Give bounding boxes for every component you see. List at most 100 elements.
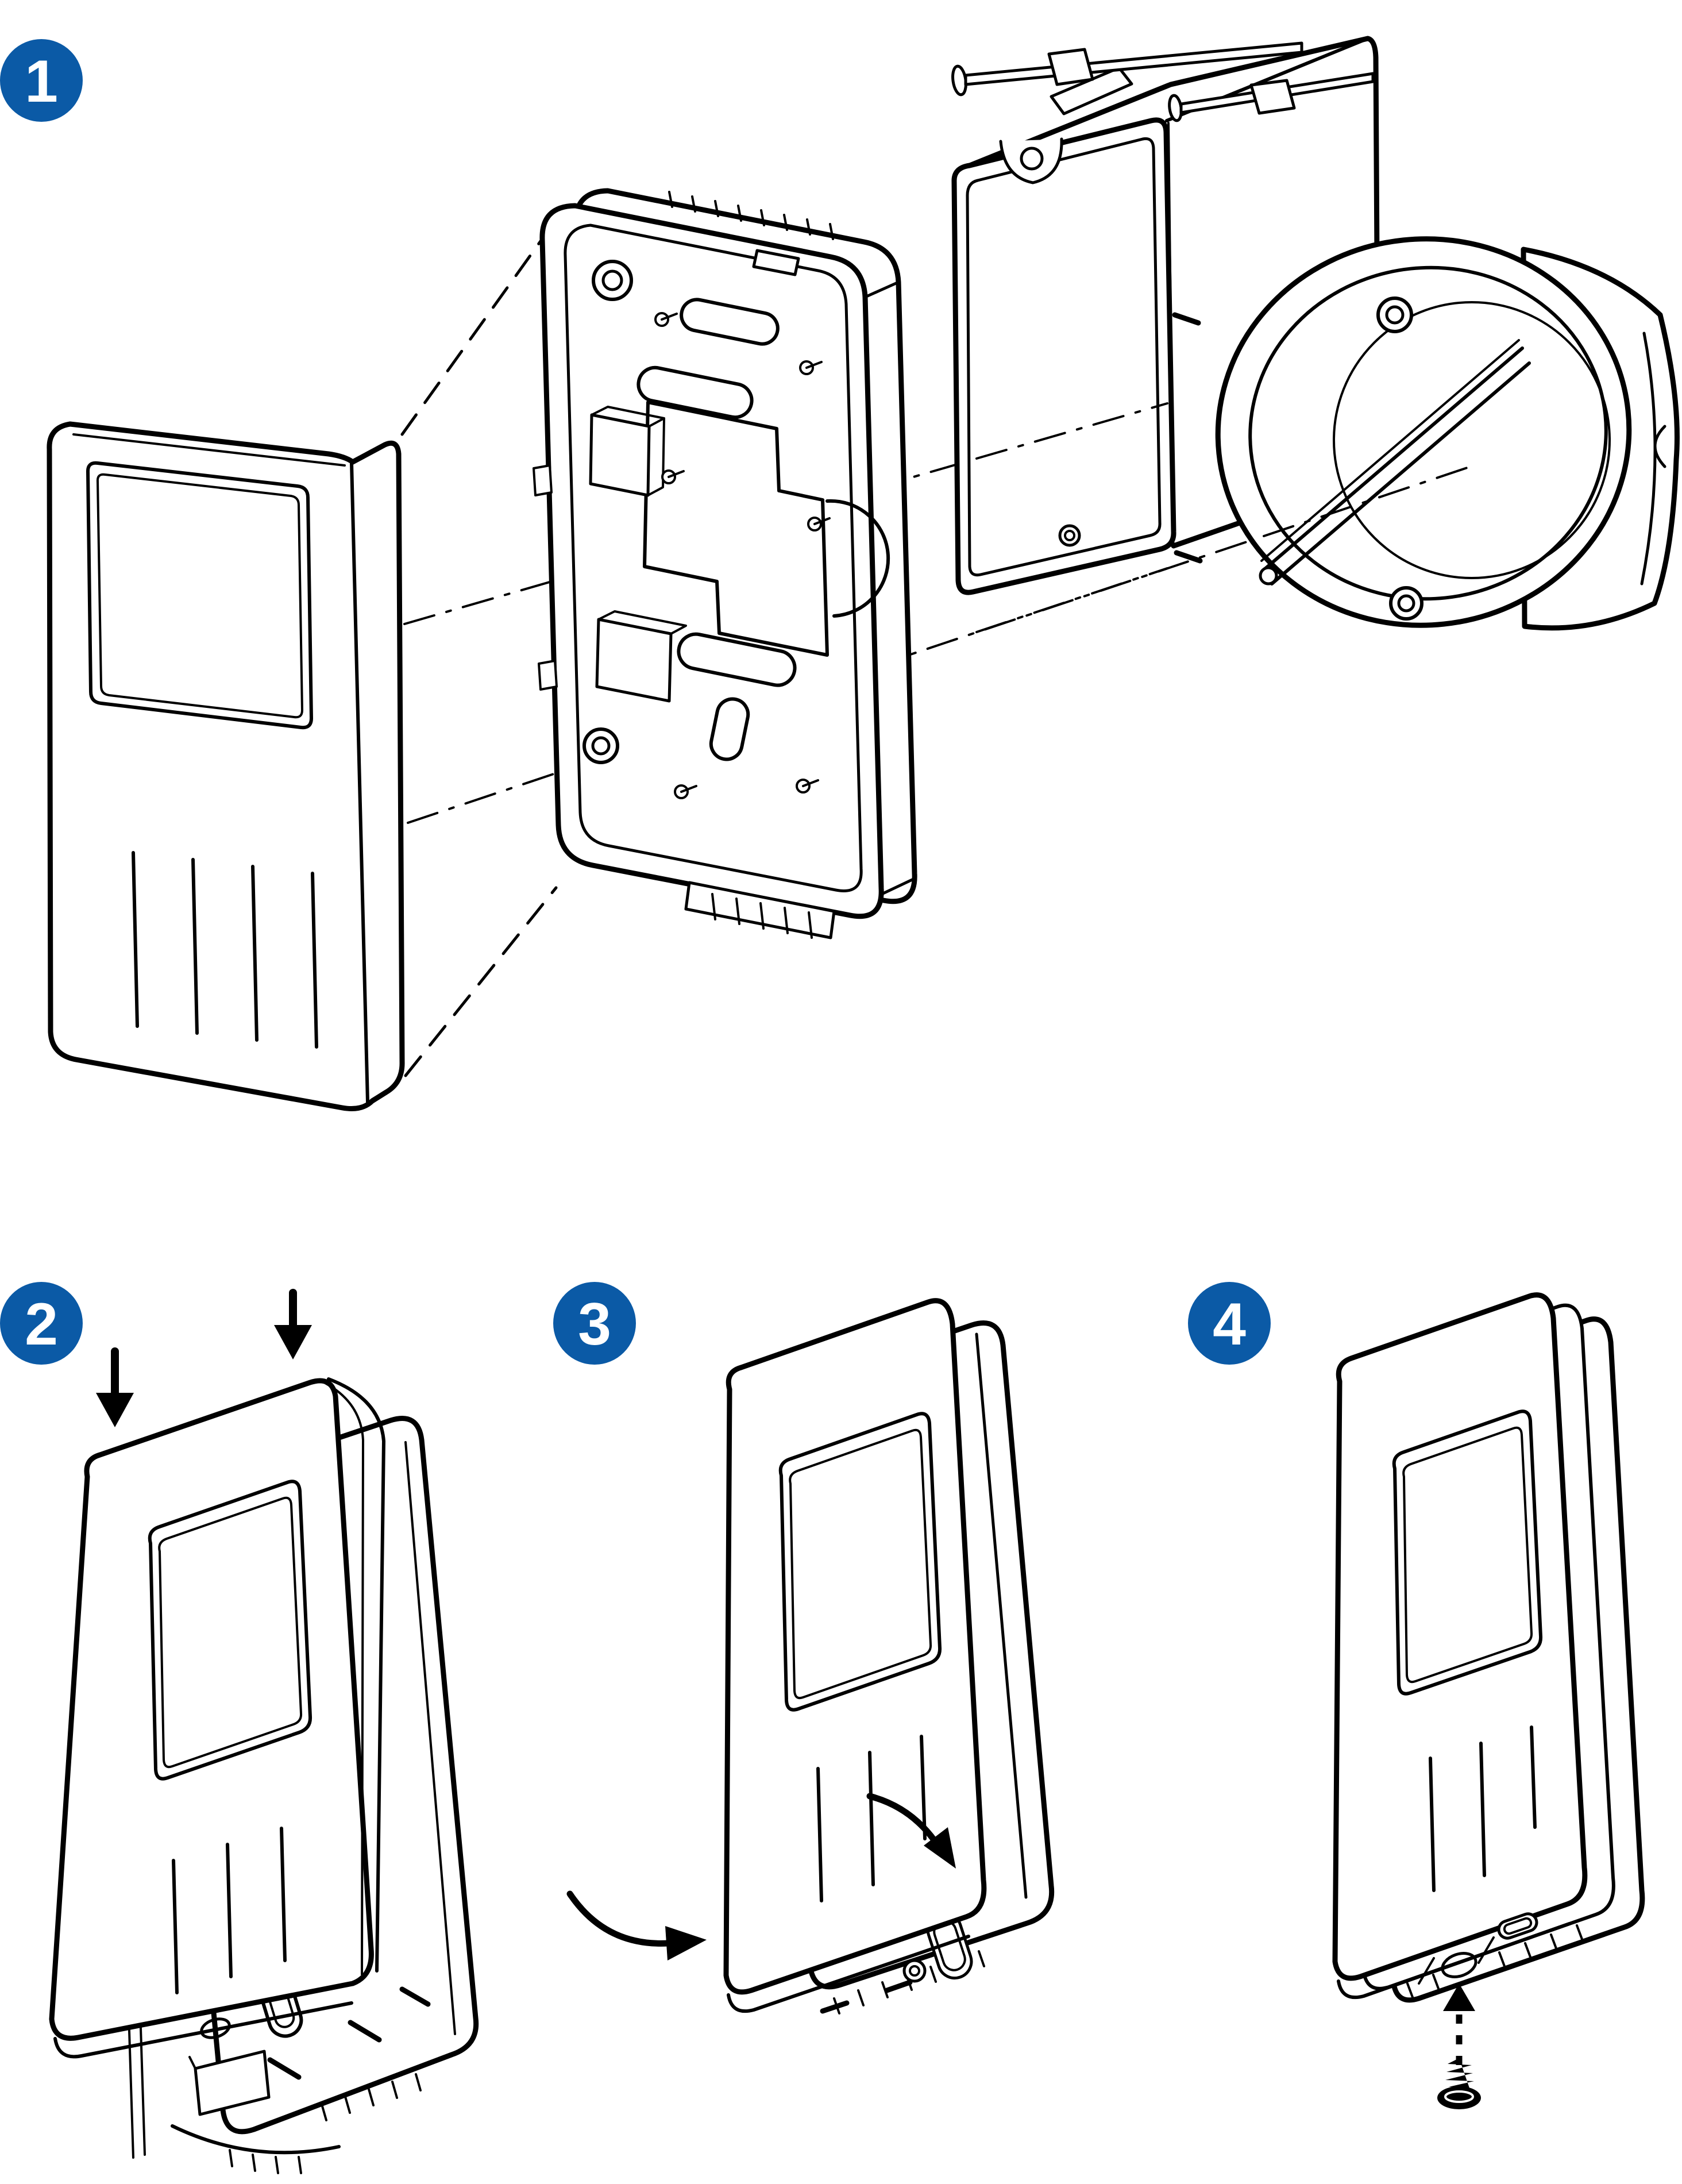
rail-front-edge: [1263, 346, 1524, 571]
terminal-block-2: [595, 610, 687, 703]
arrow-head: [1443, 1983, 1475, 2011]
block-edge: [188, 2056, 196, 2070]
peg: [884, 1979, 913, 1993]
latch-oval-outer: [1497, 1912, 1538, 1940]
peg: [399, 1986, 431, 2007]
display-window-outer: [778, 1412, 942, 1712]
swing-arrow-right: [866, 1793, 956, 1869]
screw-threads: [1445, 2058, 1474, 2088]
step-4-badge: 4: [1188, 1282, 1271, 1365]
screw-hole: [1441, 1952, 1477, 1978]
rail-top-edge: [1260, 339, 1520, 562]
screw-head: [1437, 2086, 1481, 2109]
side-peg: [1174, 550, 1203, 564]
screw-head-highlight: [1444, 2090, 1474, 2103]
comb-tooth: [806, 218, 811, 236]
ear-screw-hole: [1064, 530, 1075, 541]
plate-corner-bevel-bottom: [880, 877, 915, 896]
backplate-rim-line: [404, 1441, 456, 2035]
display-window-inner: [789, 1428, 932, 1700]
comb-tooth: [1524, 1942, 1531, 1958]
peg-side: [805, 361, 823, 369]
hole-outer: [582, 727, 619, 764]
guide-pegs: [820, 1979, 913, 2014]
rail-bottom-edge: [1270, 361, 1531, 586]
plate-screw-hole-bottom: [582, 727, 619, 764]
vent-slit: [1530, 1725, 1537, 1829]
peg-side: [813, 517, 831, 525]
comb-tooth: [857, 1989, 865, 2006]
display-window-inner: [1402, 1426, 1533, 1684]
axis-overlay: [975, 567, 1168, 633]
comb-tooth: [808, 911, 813, 939]
projection-line-top: [400, 234, 546, 436]
step-number: 4: [1213, 1291, 1246, 1358]
step3-swing-closed: [566, 1298, 1055, 2014]
mounting-backplate: [533, 188, 917, 939]
projection-line-bottom: [404, 886, 558, 1077]
badge-circle: [0, 1282, 83, 1365]
comb-tooth: [1498, 1951, 1506, 1967]
display-window-outer: [148, 1480, 313, 1781]
guide-pegs: [267, 1986, 431, 2080]
step-number: 2: [25, 1291, 58, 1358]
step-1-badge: 1: [0, 39, 83, 122]
comb-tooth: [711, 893, 716, 920]
screw-boss-bottom: [1389, 586, 1423, 621]
comb-tooth: [1432, 1974, 1440, 1990]
bottom-terminal-strip: [684, 881, 836, 939]
peg-side: [668, 470, 685, 478]
vent-slit: [920, 1735, 927, 1840]
vent-slit: [868, 1751, 875, 1886]
step2-hook-cover: [49, 1289, 479, 2174]
comb-tooth: [759, 902, 765, 930]
vent-slit: [191, 858, 199, 1035]
cover-bottom-band: [1337, 1922, 1571, 2000]
screw-hole-outer: [902, 1959, 927, 1983]
boss-outer: [1389, 586, 1423, 621]
side-hooks: [533, 464, 558, 691]
swing-arrow-left: [566, 1890, 707, 1960]
cover-bottom-band: [53, 2001, 353, 2059]
arrow-head: [924, 1827, 956, 1869]
round-junction-box: [1215, 236, 1680, 631]
cover-front-face: [723, 1298, 987, 1995]
cover-silhouette: [47, 421, 405, 1111]
comb-tooth: [929, 1966, 937, 1983]
side-peg: [1172, 312, 1201, 326]
vent-slit: [311, 872, 318, 1049]
block-face: [595, 618, 673, 703]
stepped-wiring-cutout: [643, 400, 829, 657]
boss-hole: [1385, 305, 1405, 325]
screw-ear-top: [999, 137, 1063, 184]
press-down-arrow-right: [274, 1289, 312, 1359]
cover-side-band-mid: [318, 1379, 364, 1975]
vent-slits: [132, 851, 318, 1049]
peg: [267, 2057, 302, 2080]
hole-separator: [1418, 1957, 1435, 1985]
curved-snap-slot: [825, 499, 890, 618]
plate-inner-rim: [564, 224, 863, 892]
small-vertical-slot: [709, 697, 750, 761]
comb-tooth: [275, 2156, 279, 2174]
box-top-face-slot: [1050, 66, 1133, 115]
badge-circle: [553, 1282, 636, 1365]
box-side-pegs: [1172, 312, 1203, 564]
strip-body: [684, 881, 836, 939]
box-front-rim-outer: [951, 117, 1176, 595]
step-3-badge: 3: [553, 1282, 636, 1365]
arrow-head: [96, 1393, 134, 1427]
comb-tooth: [735, 898, 740, 925]
hole-separator: [1477, 1936, 1495, 1964]
step4-fasten-screw: [1332, 1292, 1645, 2109]
vent-slits: [172, 1827, 287, 1994]
cover-top-chamfer: [72, 433, 346, 467]
step-badges: 1 2 3 4: [0, 39, 1271, 1365]
boss-outer: [1376, 296, 1413, 333]
hole-inner: [591, 736, 611, 756]
comb-tooth: [1550, 1933, 1557, 1950]
step-number: 1: [25, 48, 58, 115]
block-face: [194, 2050, 271, 2116]
front-cover-tilted: [49, 1377, 385, 2059]
